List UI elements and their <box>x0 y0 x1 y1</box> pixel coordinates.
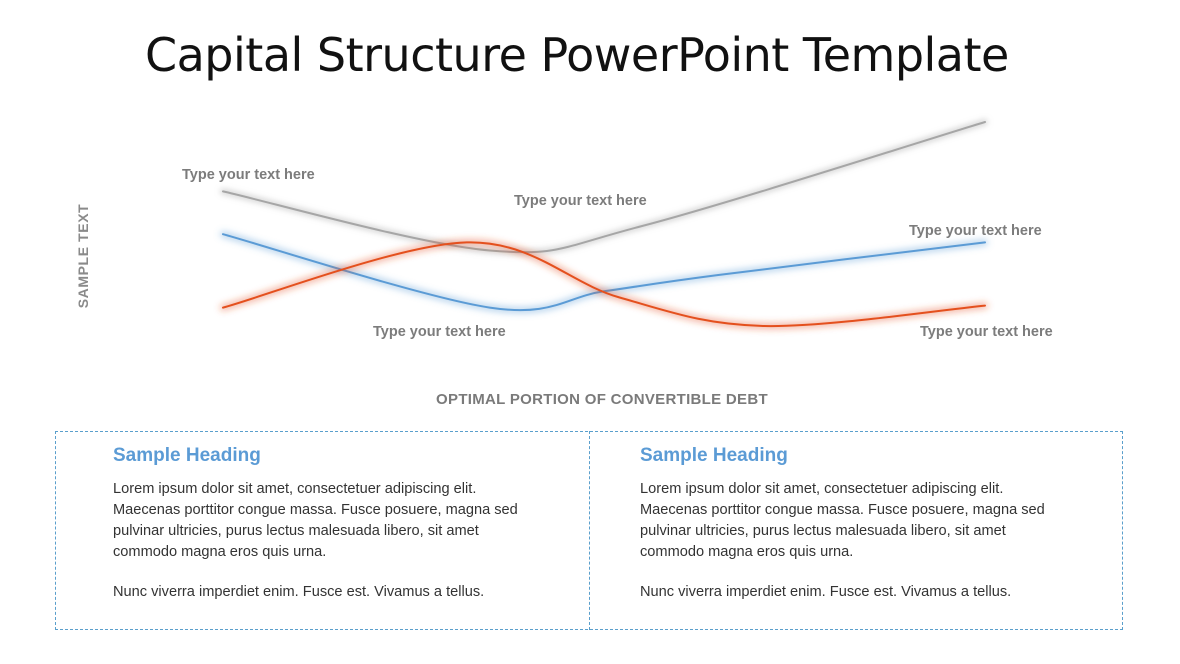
annotation-blue-trough: Type your text here <box>373 324 506 340</box>
panel-body: Lorem ipsum dolor sit amet, consectetuer… <box>113 481 518 560</box>
info-box-divider <box>589 431 590 630</box>
annotation-gray-start: Type your text here <box>182 167 315 183</box>
series-orange-line <box>222 241 986 328</box>
info-panel-left: Sample Heading Lorem ipsum dolor sit ame… <box>113 445 533 603</box>
annotation-gray-middle: Type your text here <box>514 193 647 209</box>
panel-heading: Sample Heading <box>113 445 261 466</box>
capital-structure-chart <box>220 119 988 330</box>
slide-title: Capital Structure PowerPoint Template <box>145 28 1009 82</box>
panel-note: Nunc viverra imperdiet enim. Fusce est. … <box>640 584 1012 600</box>
panel-note: Nunc viverra imperdiet enim. Fusce est. … <box>113 584 485 600</box>
panel-body: Lorem ipsum dolor sit amet, consectetuer… <box>640 481 1045 560</box>
series-gray-line <box>222 121 986 254</box>
series-gray-glow <box>220 119 988 256</box>
info-panel-right: Sample Heading Lorem ipsum dolor sit ame… <box>640 445 1060 603</box>
x-axis-label: OPTIMAL PORTION OF CONVERTIBLE DEBT <box>436 391 768 408</box>
annotation-orange-end: Type your text here <box>920 324 1053 340</box>
annotation-blue-end: Type your text here <box>909 223 1042 239</box>
y-axis-label: SAMPLE TEXT <box>75 203 91 309</box>
panel-heading: Sample Heading <box>640 445 788 466</box>
